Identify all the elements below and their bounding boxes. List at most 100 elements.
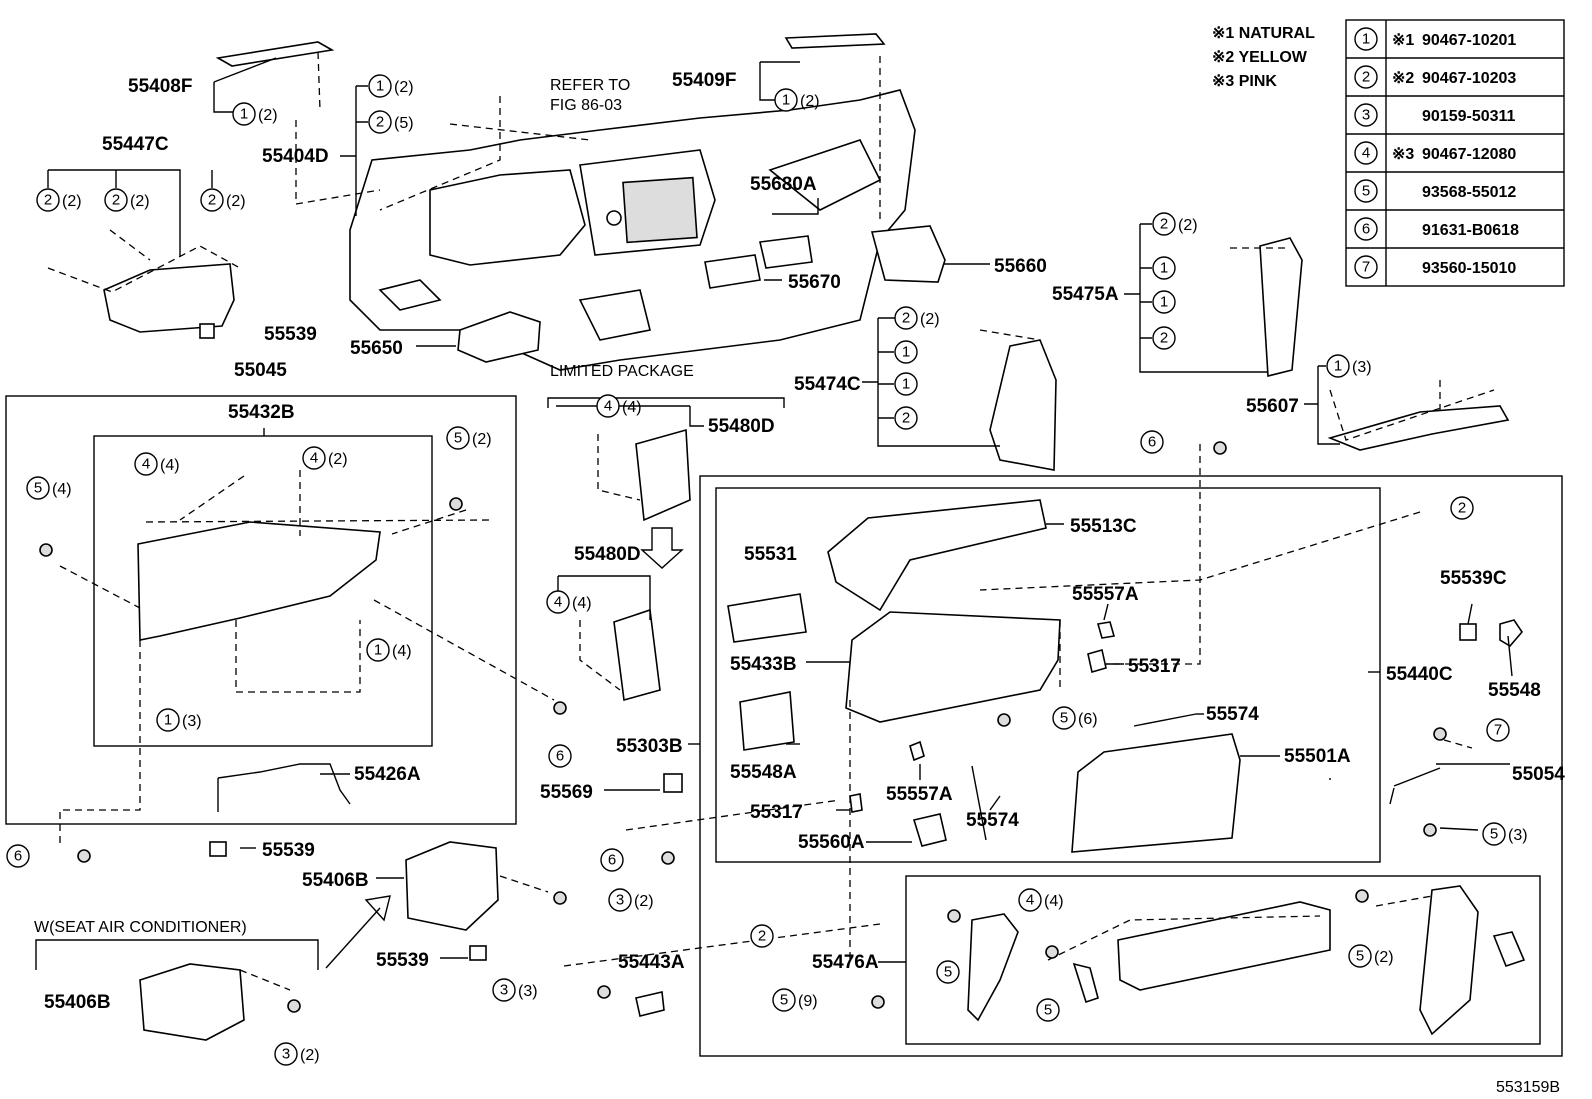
legend-row: 6 91631-B0618 [1354,217,1519,241]
callout-1: 1 [894,372,918,396]
part-label: 55607 [1246,396,1299,417]
svg-text:(4): (4) [392,643,412,660]
legend-note: ※3 PINK [1212,73,1277,90]
part-label: 55650 [350,338,403,359]
part-label: 55432B [228,402,295,423]
part-label: 55317 [750,802,803,823]
part-label: 55569 [540,782,593,803]
part-label: 55539 [262,840,315,861]
svg-text:3: 3 [500,982,508,999]
callout-1: 1 [1152,256,1176,280]
housing-55513C [827,499,1047,612]
legend-part: 90467-12080 [1422,146,1516,163]
svg-text:5: 5 [1356,948,1364,965]
arrow-55480D [640,527,684,569]
svg-text:(3): (3) [518,983,538,1000]
legend-row: 7 93560-15010 [1354,255,1516,279]
part-label: 55670 [788,272,841,293]
callout-1: 1(2) [368,74,414,98]
cap-55476A-right [1492,931,1526,967]
pin-55054 [1393,767,1441,787]
svg-text:(9): (9) [798,993,818,1010]
callout-6: 6 [1140,430,1164,454]
vent-55680A [759,235,813,269]
part-label: 55426A [354,764,421,785]
callout-5: 5 [936,960,960,984]
legend-ref: 6 [1362,221,1370,238]
callout-2: 2(2) [104,188,150,212]
part-label: 55560A [798,832,865,853]
svg-text:(2): (2) [1374,949,1394,966]
callout-4: 4(4) [596,394,642,418]
svg-text:3: 3 [282,1046,290,1063]
svg-text:5: 5 [454,430,462,447]
callout-2: 2 (2) [200,188,246,212]
legend-ref: 5 [1362,183,1370,200]
legend-row: 2 ※2 90467-10203 [1354,65,1516,89]
svg-text:2: 2 [758,928,766,945]
frame-55433B [845,611,1061,723]
clip-55317-b [849,793,863,813]
svg-text:2: 2 [902,410,910,427]
legend-part: 93568-55012 [1422,184,1516,201]
svg-text:5: 5 [34,480,42,497]
part-label: 55574 [966,810,1019,831]
legend-row: 3 90159-50311 [1354,103,1516,127]
part-label: 55513C [1070,516,1137,537]
legend-note: ※1 NATURAL [1212,25,1315,42]
part-label: 55539 [376,950,429,971]
svg-text:5: 5 [944,964,952,981]
part-label: 55480D [574,544,641,565]
legend-mark: ※3 [1392,146,1414,163]
legend-part: 90467-10201 [1422,32,1516,49]
legend-ref: 2 [1362,69,1370,86]
callout-4: 4(4) [1018,888,1064,912]
svg-text:(5): (5) [394,115,414,132]
callout-3: 3(2) [274,1042,320,1066]
part-label: 55476A [812,952,879,973]
instrument-panel [349,89,916,371]
svg-text:(2): (2) [226,193,246,210]
rod-55426A [217,763,351,805]
svg-text:2: 2 [208,192,216,209]
legend-mark: ※1 [1392,32,1414,49]
part-label: 55443A [618,952,685,973]
vent-55650 [457,311,541,363]
strip-55607 [1327,405,1510,451]
part-label: 55557A [1072,584,1139,605]
svg-text:(2): (2) [1178,217,1198,234]
part-label: 55303B [616,736,683,757]
callout-1: 1 (3) [1326,354,1372,378]
svg-text:1: 1 [782,92,790,109]
svg-text:1: 1 [164,712,172,729]
legend-row: 4 ※3 90467-12080 [1354,141,1516,165]
callout-2: 2 [750,924,774,948]
frame-55303B [699,475,1563,1057]
svg-text:(3): (3) [1352,359,1372,376]
svg-text:1: 1 [374,642,382,659]
callout-5: 5 (2) [1348,944,1394,968]
part-label: 55501A [1284,746,1351,767]
part-label: 55475A [1052,284,1119,305]
svg-text:1: 1 [240,106,248,123]
callout-5: 5 [1036,998,1060,1022]
svg-text:5: 5 [1490,826,1498,843]
svg-text:6: 6 [556,748,564,765]
callout-2: 2 [1450,496,1474,520]
vent-55670 [704,254,761,289]
svg-text:6: 6 [1148,434,1156,451]
callout-4: 4(4) [134,452,180,476]
callout-5: 5(3) [1482,822,1528,846]
svg-text:1: 1 [1334,358,1342,375]
panel-55480D-top [635,428,691,522]
part-label: 55404D [262,146,329,167]
part-label: 55574 [1206,704,1259,725]
part-label: 55557A [886,784,953,805]
svg-text:6: 6 [14,848,22,865]
part-label: 55409F [672,70,736,91]
clip-55317 [1087,648,1107,674]
callout-3: 3(2) [608,888,654,912]
svg-text:(2): (2) [634,893,654,910]
switch-base-55447C [103,263,235,333]
callout-2: 2 [1152,326,1176,350]
